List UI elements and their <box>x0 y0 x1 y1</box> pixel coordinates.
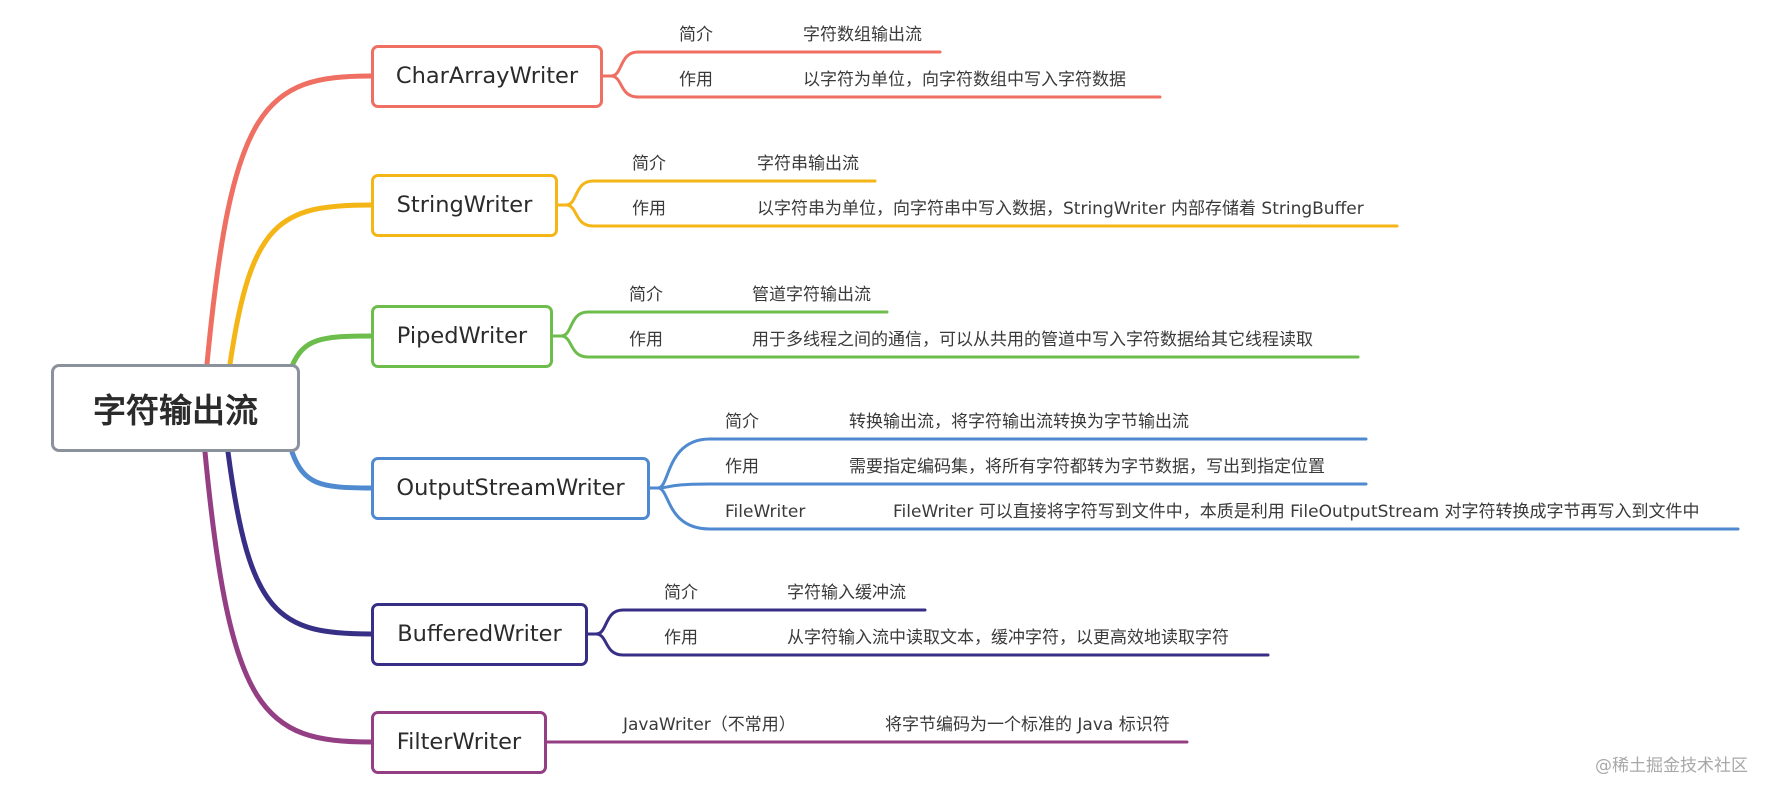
item-label-4-0: 简介 <box>664 583 698 603</box>
item-label-0-1: 作用 <box>679 70 713 90</box>
item-line-3-1 <box>648 482 1368 490</box>
item-text-5-0: 将字节编码为一个标准的 Java 标识符 <box>885 715 1170 735</box>
item-text-2-1: 用于多线程之间的通信，可以从共用的管道中写入字符数据给其它线程读取 <box>752 330 1313 350</box>
root-link-4 <box>225 449 374 637</box>
branch-node-3[interactable]: OutputStreamWriter <box>371 456 650 520</box>
item-text-1-1: 以字符串为单位，向字符串中写入数据，StringWriter 内部存储着 Str… <box>757 199 1364 219</box>
watermark: @稀土掘金技术社区 <box>1595 756 1748 776</box>
item-label-3-0: 简介 <box>725 412 759 432</box>
root-link-1 <box>227 202 374 367</box>
item-line-0-1 <box>601 74 1162 99</box>
item-text-0-0: 字符数组输出流 <box>803 25 922 45</box>
item-label-3-1: 作用 <box>725 457 759 477</box>
item-text-3-1: 需要指定编码集，将所有字符都转为字节数据，写出到指定位置 <box>849 457 1325 477</box>
root-link-3 <box>289 449 374 491</box>
branch-node-2[interactable]: PipedWriter <box>371 304 553 368</box>
branch-node-5[interactable]: FilterWriter <box>371 710 547 774</box>
item-label-2-1: 作用 <box>629 330 663 350</box>
item-text-2-0: 管道字符输出流 <box>752 285 871 305</box>
item-label-5-0: JavaWriter（不常用） <box>623 715 796 735</box>
root-node[interactable]: 字符输出流 <box>51 364 300 452</box>
root-link-2 <box>289 333 374 369</box>
item-label-1-0: 简介 <box>632 154 666 174</box>
item-text-4-1: 从字符输入流中读取文本，缓冲字符，以更高效地读取字符 <box>787 628 1229 648</box>
item-text-4-0: 字符输入缓冲流 <box>787 583 906 603</box>
item-label-2-0: 简介 <box>629 285 663 305</box>
item-label-0-0: 简介 <box>679 25 713 45</box>
item-line-3-2 <box>648 486 1740 531</box>
branch-node-4[interactable]: BufferedWriter <box>371 602 588 666</box>
branch-node-1[interactable]: StringWriter <box>371 173 558 237</box>
root-link-0 <box>204 73 374 367</box>
item-line-1-1 <box>556 203 1399 228</box>
item-text-3-2: FileWriter 可以直接将字符写到文件中，本质是利用 FileOutput… <box>893 502 1700 522</box>
root-link-5 <box>202 449 374 745</box>
item-label-1-1: 作用 <box>632 199 666 219</box>
item-text-1-0: 字符串输出流 <box>757 154 859 174</box>
item-label-4-1: 作用 <box>664 628 698 648</box>
item-line-4-1 <box>586 632 1270 657</box>
item-text-3-0: 转换输出流，将字符输出流转换为字节输出流 <box>849 412 1189 432</box>
item-text-0-1: 以字符为单位，向字符数组中写入字符数据 <box>803 70 1126 90</box>
item-label-3-2: FileWriter <box>725 502 806 522</box>
branch-node-0[interactable]: CharArrayWriter <box>371 44 603 108</box>
item-line-2-1 <box>551 334 1360 359</box>
